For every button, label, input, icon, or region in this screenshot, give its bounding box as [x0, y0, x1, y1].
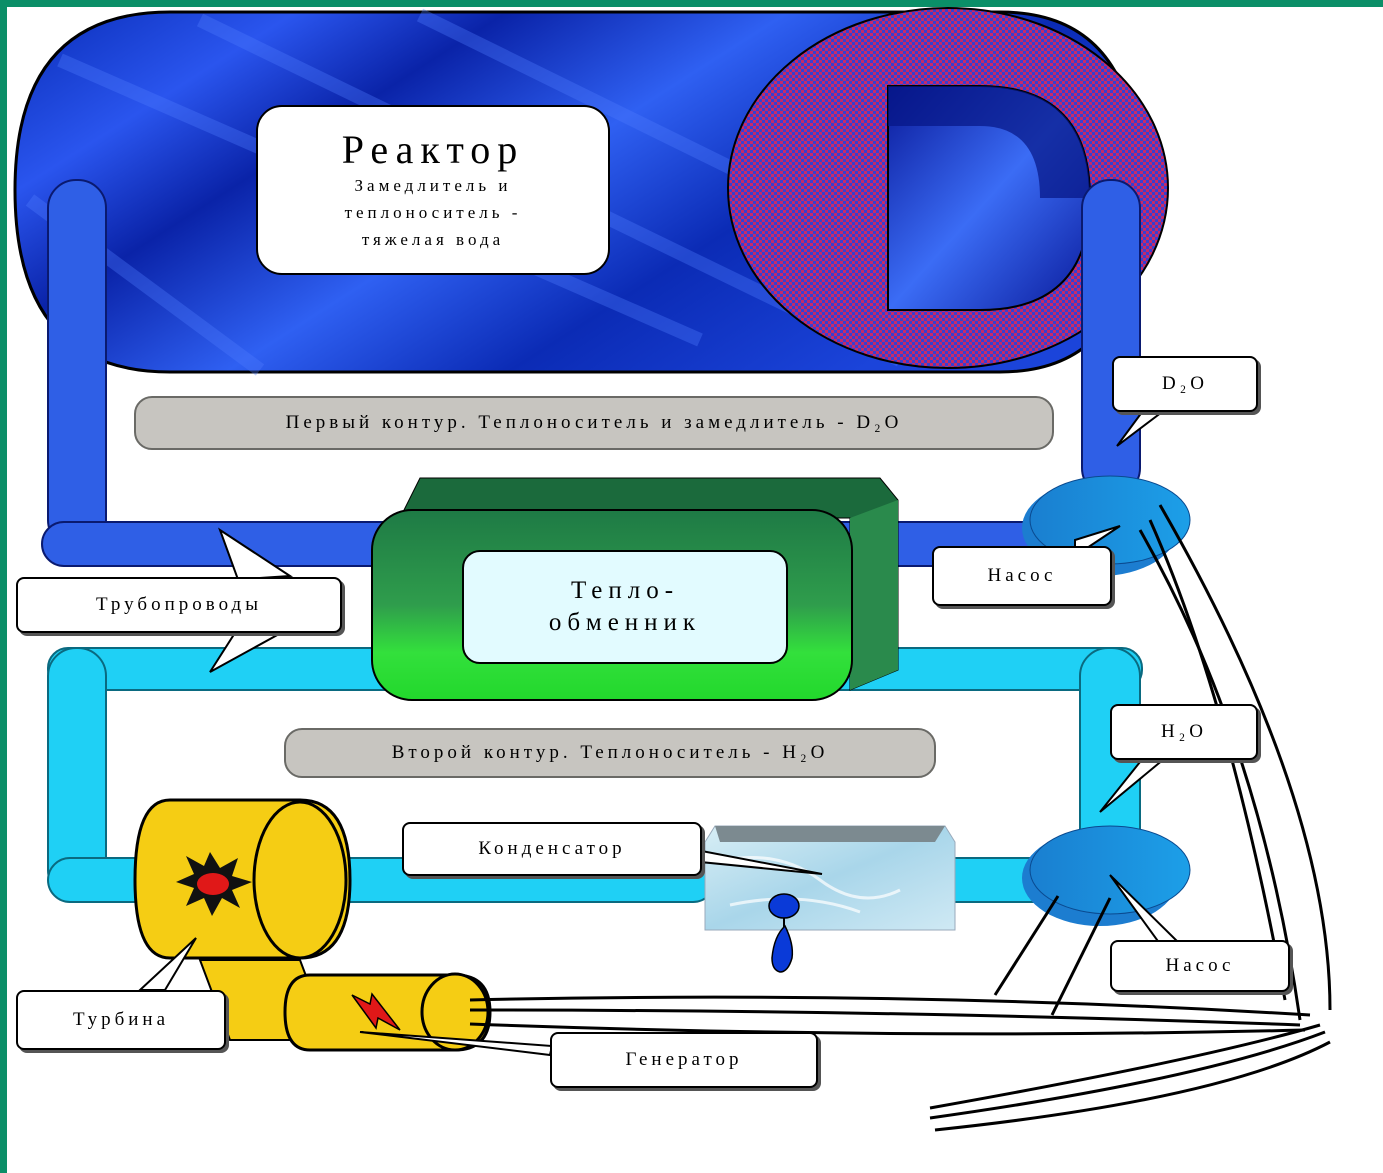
reactor-label-box: Реактор Замедлитель и теплоноситель - тя… [256, 105, 610, 275]
callout-condenser: Конденсатор [402, 822, 702, 876]
lightning-icon [351, 992, 401, 1031]
burst-icon [176, 852, 252, 916]
generator [198, 959, 492, 1052]
turbine [133, 798, 352, 960]
heat-exchanger-label: Тепло- обменник [548, 577, 702, 636]
deuterium-emblem [727, 7, 1169, 369]
water-drop-icon [768, 893, 800, 973]
heat-exchanger-label-box: Тепло- обменник [462, 550, 788, 664]
callout-h2o: H₂O [1110, 704, 1258, 760]
callout-generator: Генератор [550, 1032, 818, 1088]
reactor-title: Реактор [341, 126, 525, 172]
frame-top-border [0, 0, 1383, 7]
condenser-tank [704, 825, 956, 931]
callout-pump-primary: Насос [932, 546, 1112, 606]
frame-left-border [0, 0, 7, 1173]
secondary-loop-label: Второй контур. Теплоноситель - H₂O [284, 728, 936, 778]
secondary-pump [1022, 825, 1191, 926]
primary-loop-label: Первый контур. Теплоноситель и замедлите… [134, 396, 1054, 450]
callout-pump-secondary: Насос [1110, 940, 1290, 992]
reactor-subtitle: Замедлитель и теплоноситель - тяжелая во… [344, 175, 522, 249]
callout-turbine: Турбина [16, 990, 226, 1050]
callout-d2o: D₂O [1112, 356, 1258, 412]
callout-pointers [137, 402, 1183, 1057]
callout-pipelines: Трубопроводы [16, 577, 342, 633]
